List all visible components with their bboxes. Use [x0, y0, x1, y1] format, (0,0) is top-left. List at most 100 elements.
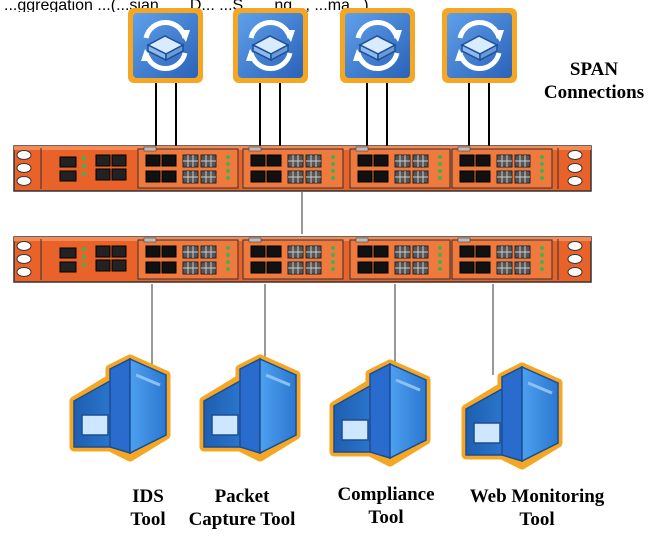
status-led: [438, 155, 442, 159]
rack-ear-hole: [16, 254, 32, 264]
port: [266, 245, 282, 258]
port: [459, 154, 475, 167]
status-led: [226, 169, 230, 173]
line-card-module: [451, 146, 553, 189]
line-card-module: [137, 146, 239, 189]
line-card-module: [137, 237, 239, 280]
status-led: [540, 260, 544, 264]
status-led: [226, 267, 230, 271]
span-connections-label: SPAN Connections: [543, 59, 645, 103]
status-led: [438, 267, 442, 271]
port: [496, 261, 513, 275]
rack-ear-hole: [16, 267, 32, 277]
port: [250, 154, 266, 167]
status-led: [540, 162, 544, 166]
port: [200, 261, 217, 275]
port: [357, 261, 373, 274]
rack-ear-hole: [16, 163, 32, 173]
port: [412, 245, 429, 259]
status-led: [438, 246, 442, 250]
port: [305, 154, 322, 168]
server-tool-icon: [199, 354, 301, 462]
port: [95, 259, 111, 272]
port: [200, 154, 217, 168]
network-switch-icon: [128, 8, 203, 83]
port: [111, 168, 127, 181]
port: [250, 170, 266, 183]
port: [200, 170, 217, 184]
tool-label-packet-capture: Packet Capture Tool: [188, 486, 296, 530]
port: [394, 245, 411, 259]
status-led: [438, 253, 442, 257]
span-cables: [155, 80, 490, 158]
port: [459, 261, 475, 274]
port: [161, 154, 177, 167]
port: [95, 245, 111, 258]
management-module: [59, 154, 127, 182]
port: [514, 245, 531, 259]
port: [145, 261, 161, 274]
network-switch-icon: [442, 8, 517, 83]
tool-label-compliance: Compliance Tool: [337, 484, 435, 528]
port: [305, 170, 322, 184]
status-led: [82, 247, 86, 251]
status-led: [331, 253, 335, 257]
port: [161, 261, 177, 274]
status-led: [331, 155, 335, 159]
port: [412, 261, 429, 275]
port: [250, 261, 266, 274]
port: [305, 261, 322, 275]
status-led: [540, 246, 544, 250]
port: [266, 261, 282, 274]
port: [412, 170, 429, 184]
status-led: [540, 267, 544, 271]
line-card-module: [349, 237, 451, 280]
rack-ear-hole: [16, 176, 32, 186]
port: [266, 170, 282, 183]
status-led: [331, 246, 335, 250]
port: [161, 245, 177, 258]
status-led: [540, 253, 544, 257]
status-led: [82, 172, 86, 176]
status-led: [82, 263, 86, 267]
status-led: [82, 255, 86, 259]
tool-label-ids: IDS Tool: [130, 486, 166, 530]
port: [357, 154, 373, 167]
status-led: [540, 176, 544, 180]
port: [287, 261, 304, 275]
port: [182, 245, 199, 259]
port: [182, 154, 199, 168]
management-module: [59, 245, 127, 273]
port: [412, 154, 429, 168]
port: [475, 245, 491, 258]
port: [394, 154, 411, 168]
port: [266, 154, 282, 167]
port: [287, 245, 304, 259]
port: [475, 170, 491, 183]
port: [496, 245, 513, 259]
status-led: [438, 260, 442, 264]
port: [496, 154, 513, 168]
port: [145, 170, 161, 183]
rack-ear-hole: [567, 254, 583, 264]
network-switch-icon: [233, 8, 308, 83]
status-led: [82, 156, 86, 160]
line-card-module: [451, 237, 553, 280]
status-led: [226, 260, 230, 264]
port: [59, 156, 77, 168]
port: [357, 170, 373, 183]
port: [394, 170, 411, 184]
rack-ear-hole: [567, 150, 583, 160]
port: [514, 170, 531, 184]
port: [475, 261, 491, 274]
rack-ear-hole: [567, 241, 583, 251]
port: [357, 245, 373, 258]
server-tool-icon: [69, 354, 171, 462]
status-led: [438, 169, 442, 173]
status-led: [438, 176, 442, 180]
port: [394, 261, 411, 275]
rack-ear-hole: [16, 241, 32, 251]
aggregation-chassis-upper: [13, 145, 592, 192]
port: [305, 245, 322, 259]
